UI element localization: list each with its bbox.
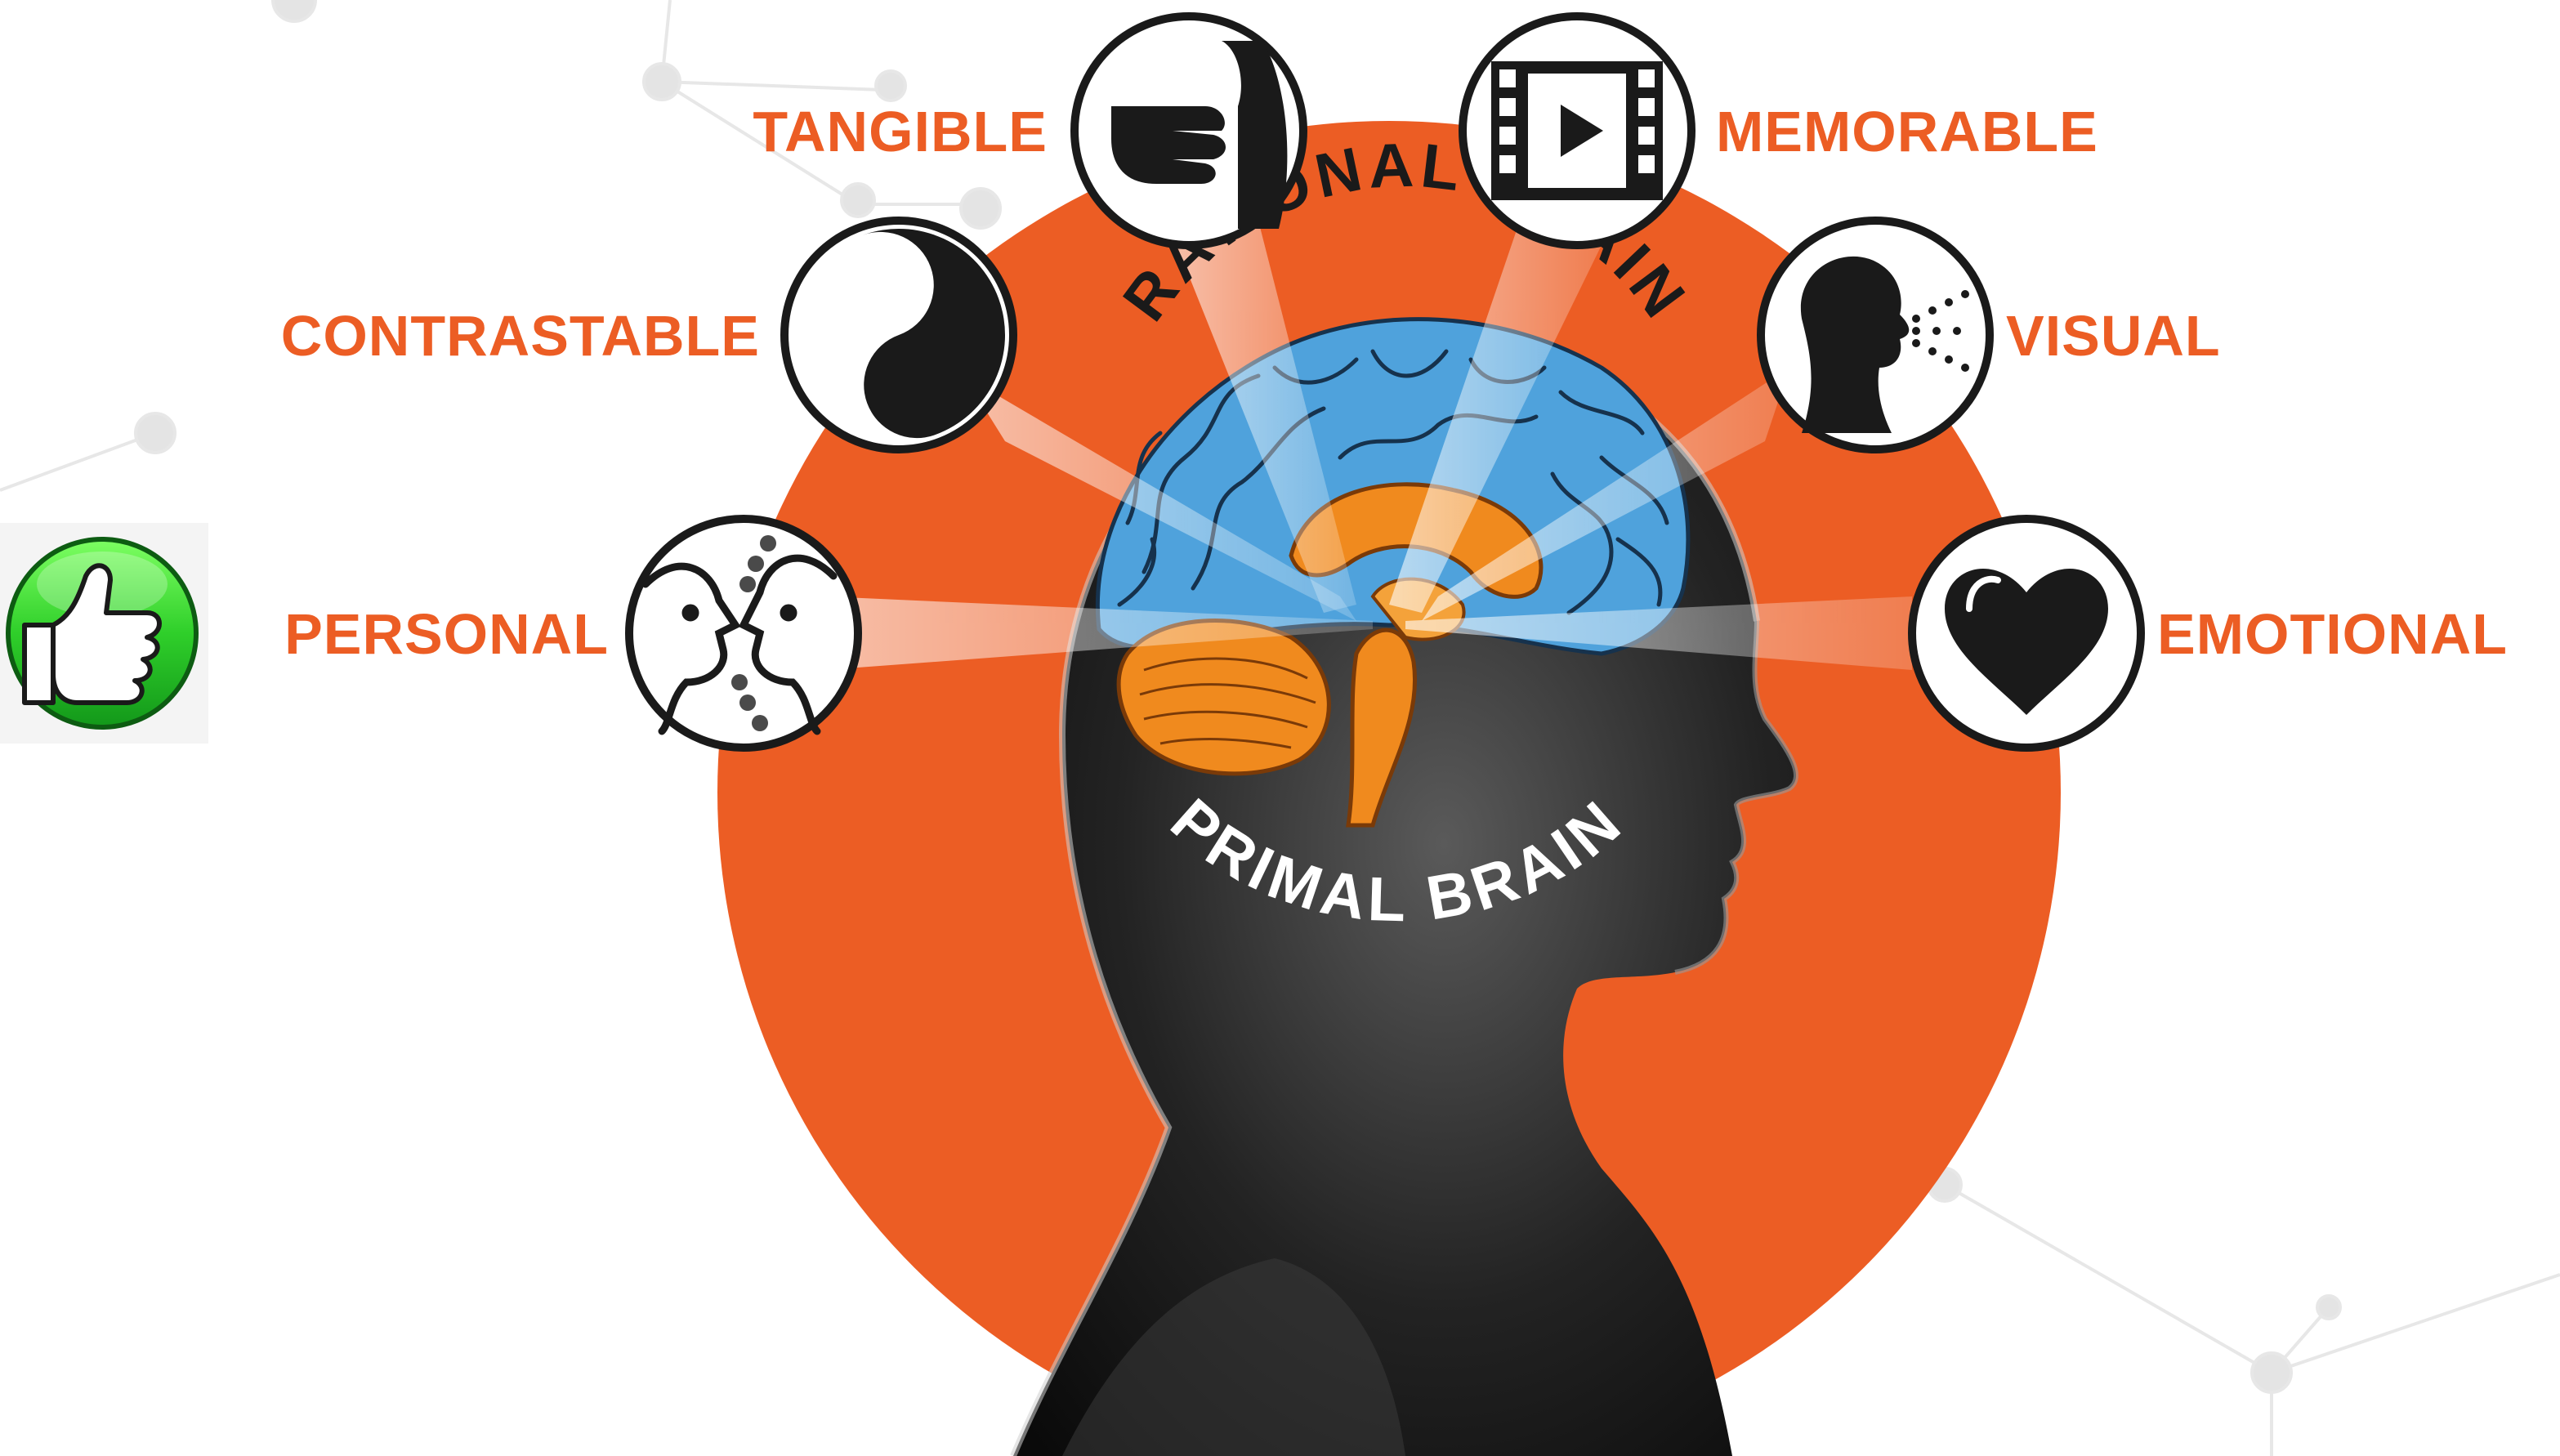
film-play-icon bbox=[1491, 61, 1663, 200]
network-node bbox=[273, 0, 315, 21]
emotional-icon-badge bbox=[1912, 519, 2141, 748]
visual-icon-badge bbox=[1761, 221, 1990, 449]
label-personal: PERSONAL bbox=[284, 602, 609, 666]
personal-icon-badge bbox=[629, 519, 858, 748]
label-visual: VISUAL bbox=[2006, 304, 2221, 368]
memorable-icon-badge bbox=[1463, 16, 1691, 245]
network-node bbox=[136, 413, 175, 453]
thumbs-up-badge bbox=[0, 523, 208, 744]
label-tangible: TANGIBLE bbox=[753, 100, 1048, 163]
tangible-icon-badge bbox=[1074, 16, 1303, 245]
network-node bbox=[876, 71, 905, 100]
network-node bbox=[2317, 1296, 2340, 1319]
label-contrastable: CONTRASTABLE bbox=[281, 304, 760, 368]
network-node bbox=[961, 189, 1000, 228]
network-node bbox=[644, 64, 680, 100]
label-emotional: EMOTIONAL bbox=[2157, 602, 2508, 666]
label-memorable: MEMORABLE bbox=[1716, 100, 2098, 163]
network-node bbox=[2252, 1353, 2291, 1392]
network-node bbox=[842, 184, 874, 217]
